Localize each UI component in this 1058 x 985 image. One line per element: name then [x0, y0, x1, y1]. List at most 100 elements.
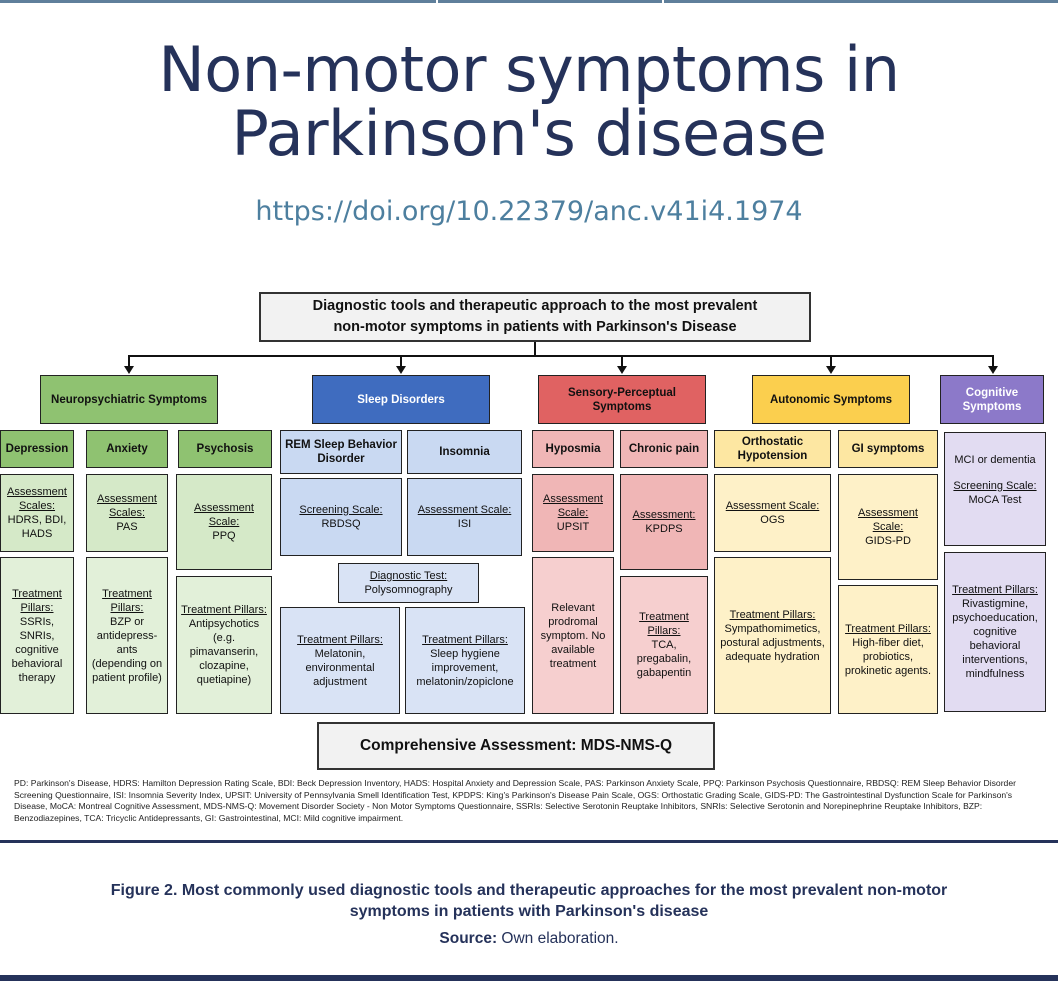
arrow-sensory	[617, 366, 627, 374]
depression-assessment-value: HDRS, BDI, HADS	[7, 514, 67, 540]
gi-assessment: Assessment Scale: GIDS-PD	[838, 474, 938, 580]
anxiety-treatment-value: BZP or antidepress-ants (depending on pa…	[91, 615, 163, 684]
comprehensive-assessment: Comprehensive Assessment: MDS-NMS-Q	[317, 722, 715, 770]
top-border-gap	[662, 0, 664, 3]
caption-rule-bottom	[0, 975, 1058, 981]
connector-autonomic	[830, 355, 832, 367]
psychosis-assessment-label: Assessment Scale:	[194, 502, 254, 528]
orthostatic-assessment: Assessment Scale: OGS	[714, 474, 831, 552]
insomnia-label: Insomnia	[407, 430, 522, 474]
cognitive-treatment-value: Rivastigmine, psychoeducation, cognitive…	[952, 598, 1038, 680]
chronic-pain-assessment-label: Assessment:	[632, 509, 696, 521]
orthostatic-treatment-value: Sympathomimetics, postural adjustments, …	[720, 622, 825, 663]
anxiety-assessment-value: PAS	[116, 521, 138, 533]
orthostatic-treatment-label: Treatment Pillars:	[729, 608, 816, 621]
arrow-autonomic	[826, 366, 836, 374]
rem-treatment: Treatment Pillars: Melatonin, environmen…	[280, 607, 400, 714]
depression-label: Depression	[0, 430, 74, 468]
orthostatic-label: Orthostatic Hypotension	[714, 430, 831, 468]
hyposmia-treatment-value: Relevant prodromal symptom. No available…	[540, 601, 606, 670]
top-border-gap	[436, 0, 438, 3]
figure-caption-line1: Figure 2. Most commonly used diagnostic …	[110, 882, 948, 899]
gi-assessment-label: Assessment Scale:	[858, 507, 918, 533]
page-title: Non-motor symptoms in Parkinson's diseas…	[0, 38, 1058, 166]
arrow-sleep	[396, 366, 406, 374]
anxiety-treatment: Treatment Pillars: BZP or antidepress-an…	[86, 557, 168, 714]
depression-treatment-label: Treatment Pillars:	[12, 587, 62, 614]
orthostatic-assessment-label: Assessment Scale:	[725, 500, 820, 512]
chronic-pain-label: Chronic pain	[620, 430, 708, 468]
source-value: Own elaboration.	[501, 930, 619, 947]
header-neuropsychiatric: Neuropsychiatric Symptoms	[40, 375, 218, 424]
psychosis-treatment-label: Treatment Pillars:	[181, 604, 267, 616]
top-border	[0, 0, 1058, 3]
insomnia-assessment-label: Assessment Scale:	[417, 504, 512, 516]
anxiety-assessment: Assessment Scales: PAS	[86, 474, 168, 552]
cognitive-treatment: Treatment Pillars: Rivastigmine, psychoe…	[944, 552, 1046, 712]
page-title-line2: Parkinson's disease	[231, 97, 827, 170]
gi-label: GI symptoms	[838, 430, 938, 468]
cognitive-treatment-label: Treatment Pillars:	[952, 584, 1038, 596]
connector-sleep	[400, 355, 402, 367]
hyposmia-assessment-value: UPSIT	[556, 521, 590, 533]
rem-treatment-label: Treatment Pillars:	[297, 633, 383, 646]
connector-cognitive	[992, 355, 994, 367]
anxiety-treatment-label: Treatment Pillars:	[102, 587, 152, 614]
hyposmia-assessment-label: Assessment Scale:	[543, 493, 603, 519]
connector-horizontal	[128, 355, 994, 357]
chronic-pain-treatment: Treatment Pillars: TCA, pregabalin, gaba…	[620, 576, 708, 714]
psychosis-treatment: Treatment Pillars: Antipsychotics (e.g. …	[176, 576, 272, 714]
psychosis-assessment: Assessment Scale: PPQ	[176, 474, 272, 570]
cognitive-assessment: MCI or dementia Screening Scale: MoCA Te…	[944, 432, 1046, 546]
hyposmia-treatment: Relevant prodromal symptom. No available…	[532, 557, 614, 714]
diagnostic-test-value: Polysomnography	[364, 584, 453, 596]
source-line: Source: Own elaboration.	[0, 930, 1058, 948]
figure-caption-line2: symptoms in patients with Parkinson's di…	[349, 903, 709, 920]
cognitive-assessment-label: Screening Scale:	[953, 480, 1037, 492]
depression-treatment-value: SSRIs, SNRIs, cognitive behavioral thera…	[11, 615, 63, 684]
rem-treatment-value: Melatonin, environmental adjustment	[305, 647, 375, 688]
insomnia-assessment: Assessment Scale: ISI	[407, 478, 522, 556]
depression-treatment: Treatment Pillars: SSRIs, SNRIs, cogniti…	[0, 557, 74, 714]
orthostatic-treatment: Treatment Pillars: Sympathomimetics, pos…	[714, 557, 831, 714]
hyposmia-assessment: Assessment Scale: UPSIT	[532, 474, 614, 552]
rem-assessment-label: Screening Scale:	[299, 504, 383, 516]
connector-trunk	[534, 342, 536, 356]
chronic-pain-assessment: Assessment: KPDPS	[620, 474, 708, 570]
rem-assessment: Screening Scale: RBDSQ	[280, 478, 402, 556]
psychosis-label: Psychosis	[178, 430, 272, 468]
insomnia-assessment-value: ISI	[457, 518, 472, 530]
gi-treatment: Treatment Pillars: High-fiber diet, prob…	[838, 585, 938, 714]
rem-label: REM Sleep Behavior Disorder	[280, 430, 402, 474]
chronic-pain-assessment-value: KPDPS	[645, 523, 683, 535]
diagram-title-line2: non-motor symptoms in patients with Park…	[333, 319, 737, 335]
header-sleep: Sleep Disorders	[312, 375, 490, 424]
rem-assessment-value: RBDSQ	[321, 518, 361, 530]
psychosis-treatment-value: Antipsychotics (e.g. pimavanserin, cloza…	[188, 618, 260, 686]
mci-label: MCI or dementia	[954, 454, 1036, 466]
arrow-cognitive	[988, 366, 998, 374]
insomnia-treatment: Treatment Pillars: Sleep hygiene improve…	[405, 607, 525, 714]
cognitive-assessment-value: MoCA Test	[968, 494, 1022, 506]
header-autonomic: Autonomic Symptoms	[752, 375, 910, 424]
insomnia-treatment-value: Sleep hygiene improvement, melatonin/zop…	[416, 647, 514, 688]
abbreviations-footnote: PD: Parkinson's Disease, HDRS: Hamilton …	[14, 778, 1016, 823]
gi-assessment-value: GIDS-PD	[865, 535, 911, 547]
insomnia-treatment-label: Treatment Pillars:	[422, 633, 508, 646]
connector-sensory	[621, 355, 623, 367]
anxiety-assessment-label: Assessment Scales:	[97, 493, 157, 519]
chronic-pain-treatment-value: TCA, pregabalin, gabapentin	[636, 639, 692, 679]
doi-link[interactable]: https://doi.org/10.22379/anc.v41i4.1974	[255, 196, 803, 227]
connector-neuro	[128, 355, 130, 367]
diagram-title-line1: Diagnostic tools and therapeutic approac…	[312, 298, 758, 314]
header-cognitive: Cognitive Symptoms	[940, 375, 1044, 424]
depression-assessment-label: Assessment Scales:	[7, 486, 67, 512]
depression-assessment: Assessment Scales: HDRS, BDI, HADS	[0, 474, 74, 552]
diagnostic-test-label: Diagnostic Test:	[369, 570, 448, 582]
anxiety-label: Anxiety	[86, 430, 168, 468]
arrow-neuro	[124, 366, 134, 374]
page-title-line1: Non-motor symptoms in	[158, 33, 900, 106]
figure-caption: Figure 2. Most commonly used diagnostic …	[0, 880, 1058, 922]
hyposmia-label: Hyposmia	[532, 430, 614, 468]
psychosis-assessment-value: PPQ	[212, 530, 236, 542]
